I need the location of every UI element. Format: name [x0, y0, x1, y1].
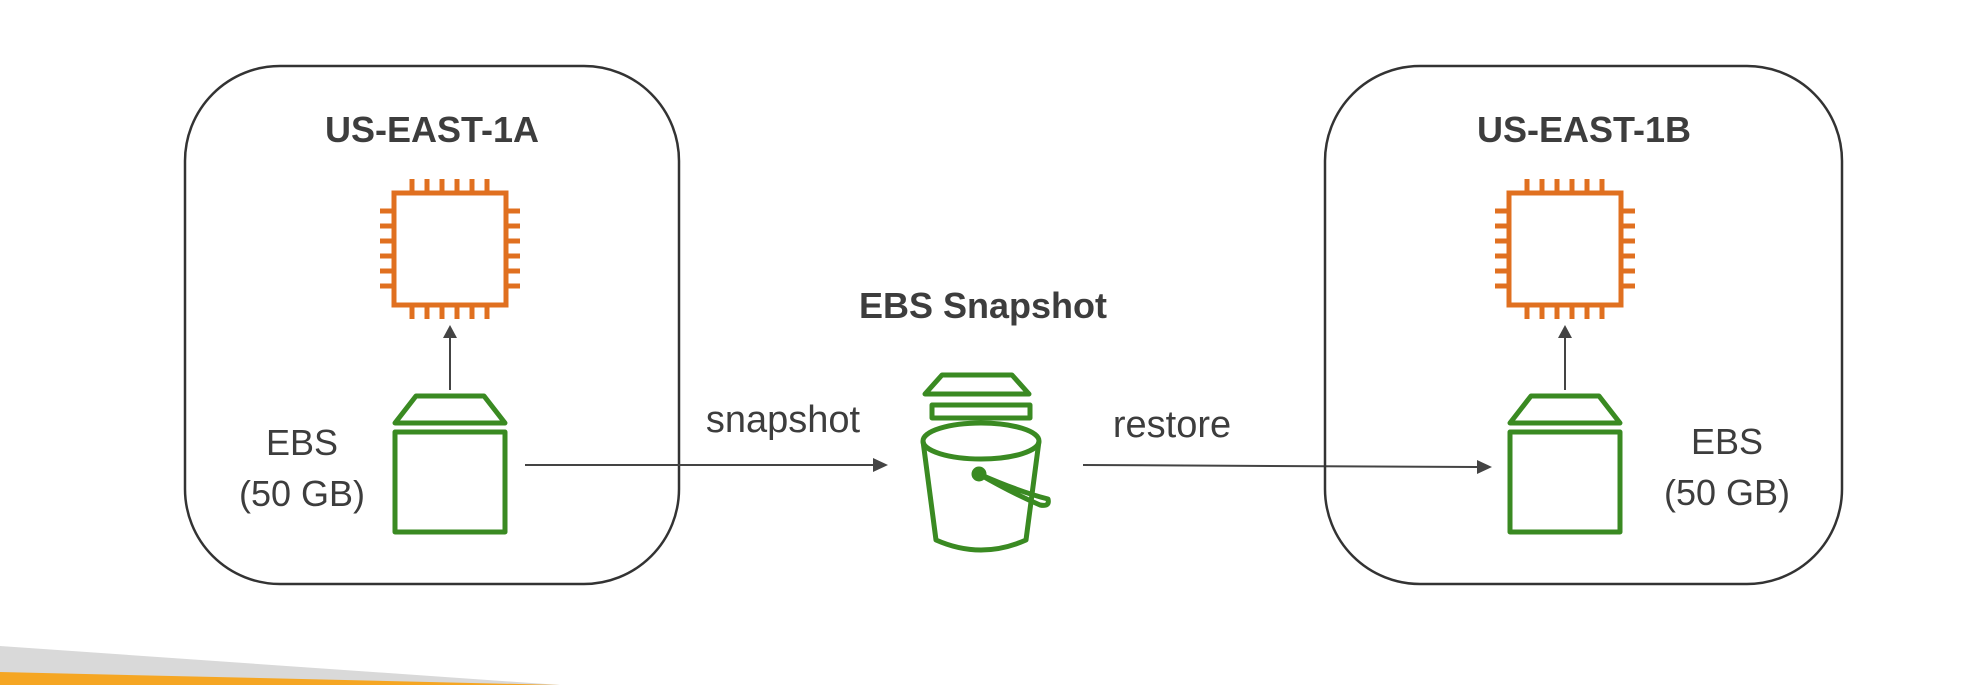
ebs-volume-icon: [392, 393, 508, 535]
ebs-volume-icon: [1507, 393, 1623, 535]
snapshot-edge-label: snapshot: [706, 399, 861, 441]
attach-arrow-a: [443, 325, 457, 390]
instance-chip-icon: [380, 179, 520, 319]
restore-edge-label: restore: [1113, 404, 1231, 446]
zone-a-box: [183, 64, 681, 586]
decorative-corner-band: [0, 646, 560, 685]
zone-a-volume-size: (50 GB): [239, 473, 365, 514]
zone-b-volume-size: (50 GB): [1664, 472, 1790, 513]
zone-b-title: US-EAST-1B: [1477, 109, 1691, 150]
ebs-snapshot-node: EBS Snapshot: [859, 285, 1107, 553]
zone-b-volume-name: EBS: [1691, 421, 1763, 462]
availability-zone-b: US-EAST-1B EBS (50 GB): [1323, 64, 1844, 586]
restore-edge: restore: [1082, 404, 1492, 474]
instance-chip-icon: [1495, 179, 1635, 319]
availability-zone-a: US-EAST-1A EBS (50 GB): [183, 64, 681, 586]
zone-a-volume-name: EBS: [266, 422, 338, 463]
bucket-icon: [920, 372, 1051, 553]
snapshot-title: EBS Snapshot: [859, 285, 1107, 326]
attach-arrow-b: [1558, 325, 1572, 390]
orange-band: [0, 672, 560, 685]
zone-a-title: US-EAST-1A: [325, 109, 539, 150]
zone-b-box: [1323, 64, 1844, 586]
snapshot-edge: snapshot: [525, 399, 888, 472]
